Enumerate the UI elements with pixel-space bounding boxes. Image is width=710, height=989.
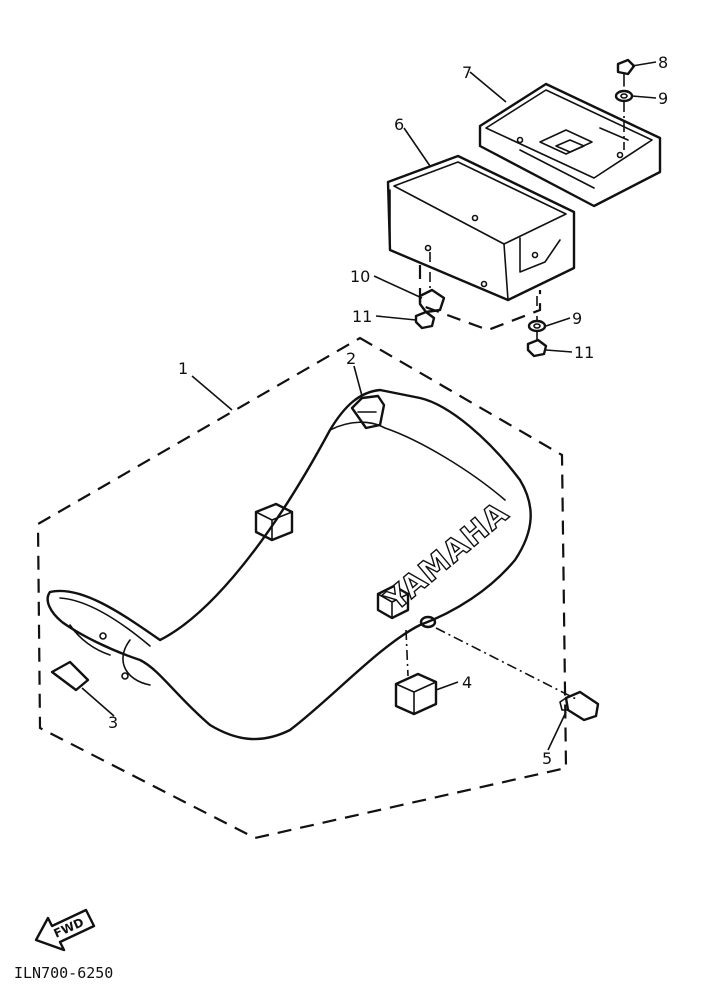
seat-assembly-boundary — [36, 336, 568, 840]
storage-box-6 — [386, 154, 576, 302]
callout-9-top: 9 — [658, 89, 668, 108]
washer-9-top — [614, 89, 634, 103]
leader-lines — [81, 61, 657, 751]
callout-2: 2 — [346, 349, 356, 368]
callout-4: 4 — [462, 673, 472, 692]
nut-11-left — [414, 310, 436, 330]
callout-11-left: 11 — [352, 307, 372, 326]
bolt-5 — [435, 627, 600, 722]
forward-arrow-icon: FWD — [34, 908, 96, 952]
seat-hook — [350, 394, 386, 430]
box-group-boundary — [418, 265, 542, 332]
callout-5: 5 — [542, 749, 552, 768]
seat-brand-lettering: YAMAHA — [378, 495, 516, 619]
washer-9-lower — [527, 319, 547, 333]
callout-9-lower: 9 — [572, 309, 582, 328]
drawing-number: ILN700-6250 — [14, 964, 113, 982]
seat-bracket — [50, 660, 90, 692]
screw-8 — [616, 58, 636, 87]
damper-block-4 — [394, 629, 438, 716]
callout-6: 6 — [394, 115, 404, 134]
callout-10: 10 — [350, 267, 370, 286]
box-lid-7 — [478, 82, 662, 208]
callout-3: 3 — [108, 713, 118, 732]
callout-7: 7 — [462, 63, 472, 82]
callout-1: 1 — [178, 359, 188, 378]
clip-10 — [418, 252, 446, 314]
seat-damper-side — [376, 584, 410, 620]
seat: YAMAHA — [46, 388, 532, 741]
callout-11-right: 11 — [574, 343, 594, 362]
seat-damper-top — [254, 502, 294, 542]
nut-11-right — [526, 331, 548, 358]
callout-8: 8 — [658, 53, 668, 72]
seat-grommet — [419, 615, 437, 629]
